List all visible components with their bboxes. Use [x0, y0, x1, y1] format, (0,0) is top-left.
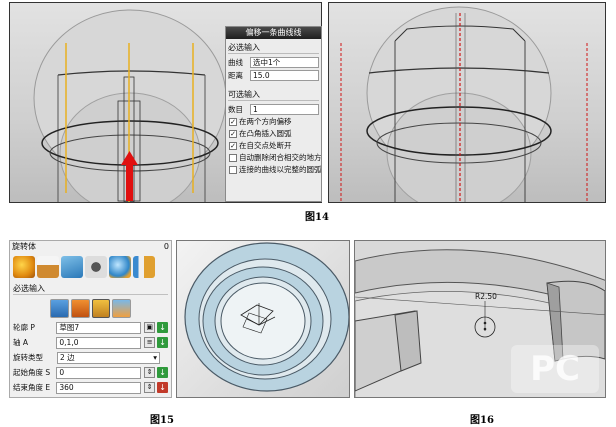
curve-field-row: 曲线 选中1个 — [228, 56, 319, 68]
stamp-icon[interactable] — [37, 256, 59, 278]
menu-icon[interactable]: ≡ — [144, 337, 156, 348]
optional-section-header[interactable]: 可选输入 — [228, 89, 319, 101]
checkbox-checked-icon[interactable]: ✓ — [229, 117, 237, 126]
option-insert-arc[interactable]: ✓在凸角插入圆弧 — [229, 129, 292, 138]
spinner-icon[interactable]: ⇕ — [144, 382, 156, 393]
distance-input[interactable]: 15.0 — [250, 69, 319, 81]
down-arrow-icon[interactable]: ↓ — [157, 367, 168, 378]
option-both-directions[interactable]: ✓在两个方向偏移 — [229, 117, 292, 126]
dialog-title: 偏移一条曲线线 — [226, 27, 321, 39]
viewport-offset-result[interactable] — [328, 2, 606, 203]
operation-toolbar — [10, 297, 171, 319]
model-offset-result — [340, 6, 588, 202]
axis-input[interactable]: 0,1,0 — [56, 336, 142, 349]
option-auto-delete[interactable]: 自动删除闭合相交的地方 — [229, 152, 321, 163]
sphere-icon[interactable] — [109, 256, 131, 278]
revolve-panel: 旋转体 0 必选输入 轮廓 P 草图7 ▣ ↓ 轴 A 0,1,0 ≡ ↓ 旋转… — [9, 240, 172, 398]
start-angle-row: 起始角度 S 0 ⇕ ↓ — [13, 366, 168, 379]
profile-row: 轮廓 P 草图7 ▣ ↓ — [13, 321, 168, 334]
radius-dimension-label[interactable]: R2.50 — [475, 292, 497, 301]
axis-row: 轴 A 0,1,0 ≡ ↓ — [13, 336, 168, 349]
revolve-type-row: 旋转类型 2 边 ▾ — [13, 351, 168, 364]
distance-label: 距离 — [228, 70, 243, 80]
palette-icon[interactable] — [13, 256, 35, 278]
down-arrow-icon[interactable]: ↓ — [157, 382, 168, 393]
offset-curve-dialog: 偏移一条曲线线 必选输入 曲线 选中1个 距离 15.0 可选输入 数目 1 ✓… — [225, 26, 322, 202]
checkbox-checked-icon[interactable]: ✓ — [229, 129, 237, 138]
checkbox-unchecked-icon[interactable] — [229, 153, 237, 162]
option-connect-arc[interactable]: 连接的曲线以完整的圆弧 — [229, 164, 321, 175]
count-input[interactable]: 1 — [250, 103, 319, 115]
surface-icon[interactable] — [61, 256, 83, 278]
pick-icon[interactable]: ▣ — [144, 322, 156, 333]
remove-op-icon[interactable] — [91, 298, 111, 318]
chart-icon[interactable] — [133, 256, 155, 278]
intersect-op-icon[interactable] — [112, 298, 131, 318]
count-label: 数目 — [228, 104, 243, 114]
panel-title: 旋转体 — [12, 242, 36, 251]
spinner-icon[interactable]: ⇕ — [144, 367, 156, 378]
option-break-self-intersection[interactable]: ✓在自交点处断开 — [229, 141, 292, 150]
required-section-header[interactable]: 必选输入 — [228, 42, 319, 54]
figure-caption-16: 图16 — [470, 415, 494, 426]
viewport-revolve-ring[interactable] — [176, 240, 350, 398]
glasses-icon[interactable] — [85, 256, 107, 278]
curve-label: 曲线 — [228, 57, 243, 67]
end-angle-row: 结束角度 E 360 ⇕ ↓ — [13, 381, 168, 394]
model-ring — [184, 242, 349, 392]
checkbox-unchecked-icon[interactable] — [229, 165, 237, 174]
model-offset-curve — [33, 9, 227, 202]
figure-caption-15: 图15 — [150, 415, 174, 426]
add-op-icon[interactable] — [70, 298, 90, 318]
profile-input[interactable]: 草图7 — [56, 321, 142, 334]
feature-toolbar — [10, 253, 171, 281]
model-fillet — [355, 249, 605, 397]
curve-input[interactable]: 选中1个 — [250, 56, 319, 68]
end-angle-input[interactable]: 360 — [56, 381, 142, 394]
count-field-row: 数目 1 — [228, 103, 319, 115]
down-arrow-icon[interactable]: ↓ — [157, 337, 168, 348]
base-op-icon[interactable] — [50, 298, 69, 318]
distance-field-row: 距离 15.0 — [228, 69, 319, 81]
required-section-header[interactable]: 必选输入 — [13, 283, 168, 295]
chevron-down-icon[interactable]: ▾ — [153, 352, 157, 362]
checkbox-checked-icon[interactable]: ✓ — [229, 141, 237, 150]
viewport-fillet-detail[interactable]: R2.50 PC — [354, 240, 606, 398]
pin-icon[interactable]: 0 — [163, 242, 169, 251]
start-angle-input[interactable]: 0 — [56, 366, 142, 379]
revolve-type-select[interactable]: 2 边 ▾ — [57, 351, 160, 364]
figure-caption-14: 图14 — [305, 212, 329, 223]
watermark-logo: PC — [511, 345, 599, 393]
down-arrow-icon[interactable]: ↓ — [157, 322, 168, 333]
panel-title-bar: 旋转体 0 — [10, 241, 171, 253]
